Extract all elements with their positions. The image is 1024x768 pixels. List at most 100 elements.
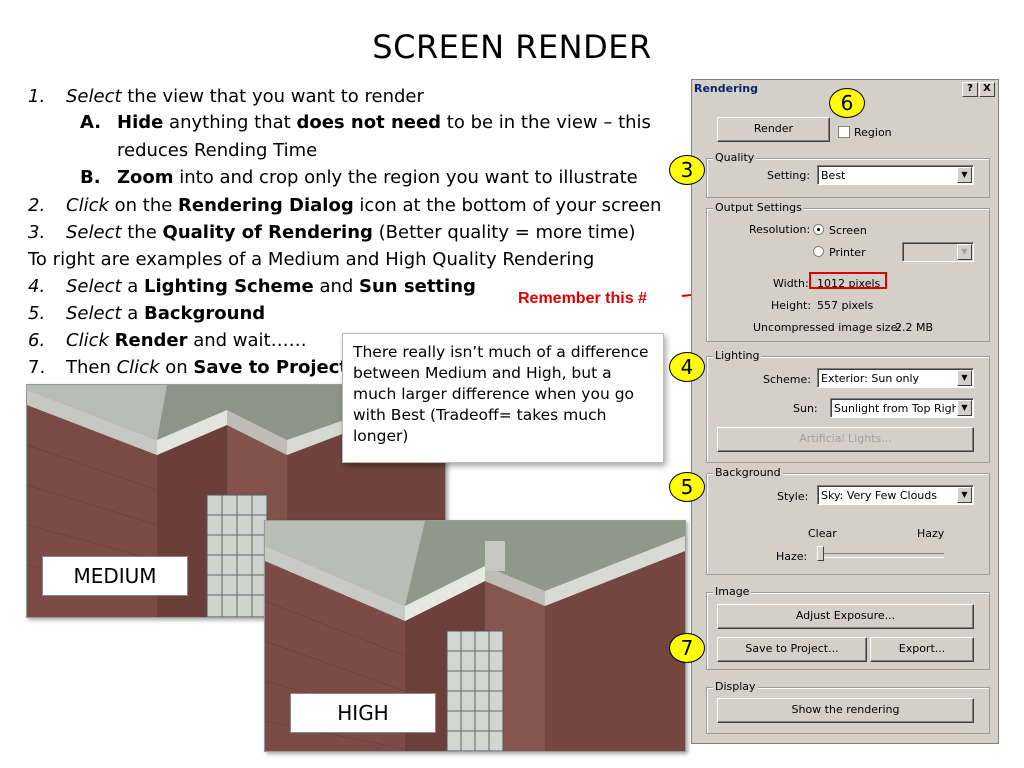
step-number: 4. [28, 276, 46, 297]
step-text-part: icon at the bottom of your screen [353, 195, 662, 216]
step-text-part: Select [66, 276, 122, 297]
high-label: HIGH [290, 693, 436, 733]
step-text: Click Render and wait…… [66, 330, 307, 351]
sun-select[interactable]: Sunlight from Top Right ▼ [830, 398, 974, 418]
background-group: Background [706, 466, 990, 575]
resolution-label: Resolution: [749, 223, 811, 236]
step-badge-3: 3 [669, 155, 705, 185]
quality-group-label: Quality [713, 151, 757, 164]
lighting-scheme-select[interactable]: Exterior: Sun only ▼ [817, 368, 974, 388]
step-text-part: Zoom [117, 167, 174, 188]
artificial-lights-button[interactable]: Artificial Lights... [717, 427, 974, 452]
width-highlight-box [809, 272, 887, 289]
step-text-part: Click [66, 195, 109, 216]
step-number: 1. [28, 86, 46, 107]
step-text-part: Quality of Rendering [162, 222, 373, 243]
step-text-part: Select [66, 303, 122, 324]
step-badge-4: 4 [669, 352, 705, 382]
step-text-part: (Better quality = more time) [372, 222, 636, 243]
rendering-dialog: Rendering ? X Render Region Quality Sett… [691, 79, 999, 744]
hazy-label: Hazy [917, 527, 945, 540]
step-text-part: Select [66, 222, 122, 243]
step-number: 7. [28, 357, 46, 378]
dialog-title: Rendering [694, 82, 758, 95]
chevron-down-icon: ▼ [957, 167, 972, 183]
background-style-select[interactable]: Sky: Very Few Clouds ▼ [817, 485, 974, 505]
region-label: Region [854, 126, 892, 139]
screen-label: Screen [829, 224, 867, 237]
step-number: 6. [28, 330, 46, 351]
step-badge-5: 5 [669, 472, 705, 502]
printer-select[interactable]: ▼ [902, 242, 974, 262]
display-group: Display [706, 680, 990, 734]
step-badge-7: 7 [669, 633, 705, 663]
step-text-part: a [121, 303, 145, 324]
step-text-part: Rendering Dialog [178, 195, 354, 216]
export-button[interactable]: Export... [870, 637, 974, 662]
step-text-part: anything that [163, 112, 297, 133]
haze-slider-handle[interactable] [817, 546, 824, 561]
height-label: Height: [771, 299, 812, 312]
quality-group: Quality [706, 151, 990, 198]
lighting-group-label: Lighting [713, 349, 762, 362]
step-text-part: Then [66, 357, 117, 378]
step-text-part: on [159, 357, 194, 378]
region-checkbox[interactable] [838, 126, 850, 138]
step-text-part: to be in the view – this [441, 112, 651, 133]
screen-radio[interactable] [813, 224, 824, 235]
close-button[interactable]: X [979, 82, 995, 97]
step-text: Select a Background [66, 303, 265, 324]
step-text-part: a [121, 276, 145, 297]
step-text-part: the [121, 222, 163, 243]
chevron-down-icon: ▼ [957, 400, 972, 416]
render-button[interactable]: Render [717, 117, 830, 142]
height-value: 557 pixels [817, 299, 874, 312]
image-group: Image [706, 585, 990, 670]
show-rendering-button[interactable]: Show the rendering [717, 698, 974, 723]
printer-label: Printer [829, 246, 866, 259]
step-text-part: and wait…… [187, 330, 307, 351]
step-text-part: Select [66, 86, 122, 107]
step-text: Zoom into and crop only the region you w… [117, 167, 638, 188]
step-text-part: Click [116, 357, 160, 378]
step-number: 2. [28, 195, 46, 216]
sun-label: Sun: [793, 402, 818, 415]
lighting-scheme-value: Exterior: Sun only [821, 372, 920, 385]
step-text-part: Lighting Scheme [144, 276, 314, 297]
output-group-label: Output Settings [713, 201, 804, 214]
step-text-part: does not need [296, 112, 442, 133]
callout-note: There really isn’t much of a difference … [342, 333, 664, 463]
step-text-part: reduces Rending Time [117, 140, 318, 161]
width-value: 1012 pixels [817, 277, 881, 290]
step-text: Then Click on Save to Project [66, 357, 348, 378]
width-label: Width: [773, 277, 809, 290]
step-text: reduces Rending Time [117, 140, 317, 161]
step-text: To right are examples of a Medium and Hi… [28, 249, 594, 270]
medium-label: MEDIUM [42, 556, 188, 596]
adjust-exposure-button[interactable]: Adjust Exposure... [717, 604, 974, 629]
background-style-value: Sky: Very Few Clouds [821, 489, 937, 502]
render-button-label: Render [753, 122, 794, 135]
step-number: A. [80, 112, 102, 133]
haze-slider-track[interactable] [817, 553, 944, 558]
help-button[interactable]: ? [962, 82, 978, 97]
step-text-part: Sun setting [359, 276, 476, 297]
step-number: B. [80, 167, 101, 188]
style-label: Style: [777, 490, 809, 503]
chevron-down-icon: ▼ [957, 487, 972, 503]
save-to-project-button[interactable]: Save to Project... [717, 637, 867, 662]
setting-label: Setting: [767, 169, 811, 182]
step-text-part: Render [114, 330, 188, 351]
printer-radio[interactable] [813, 246, 824, 257]
step-text: Select the view that you want to render [66, 86, 424, 107]
step-text-part: on the [108, 195, 179, 216]
step-text: Select a Lighting Scheme and Sun setting [66, 276, 476, 297]
step-text-part: Click [66, 330, 109, 351]
quality-setting-select[interactable]: Best ▼ [817, 165, 974, 185]
step-text: Hide anything that does not need to be i… [117, 112, 651, 133]
quality-setting-value: Best [821, 169, 846, 182]
image-size-value: 2.2 MB [895, 321, 934, 334]
step-text-part: into and crop only the region you want t… [173, 167, 638, 188]
display-group-label: Display [713, 680, 758, 693]
step-number: 5. [28, 303, 46, 324]
